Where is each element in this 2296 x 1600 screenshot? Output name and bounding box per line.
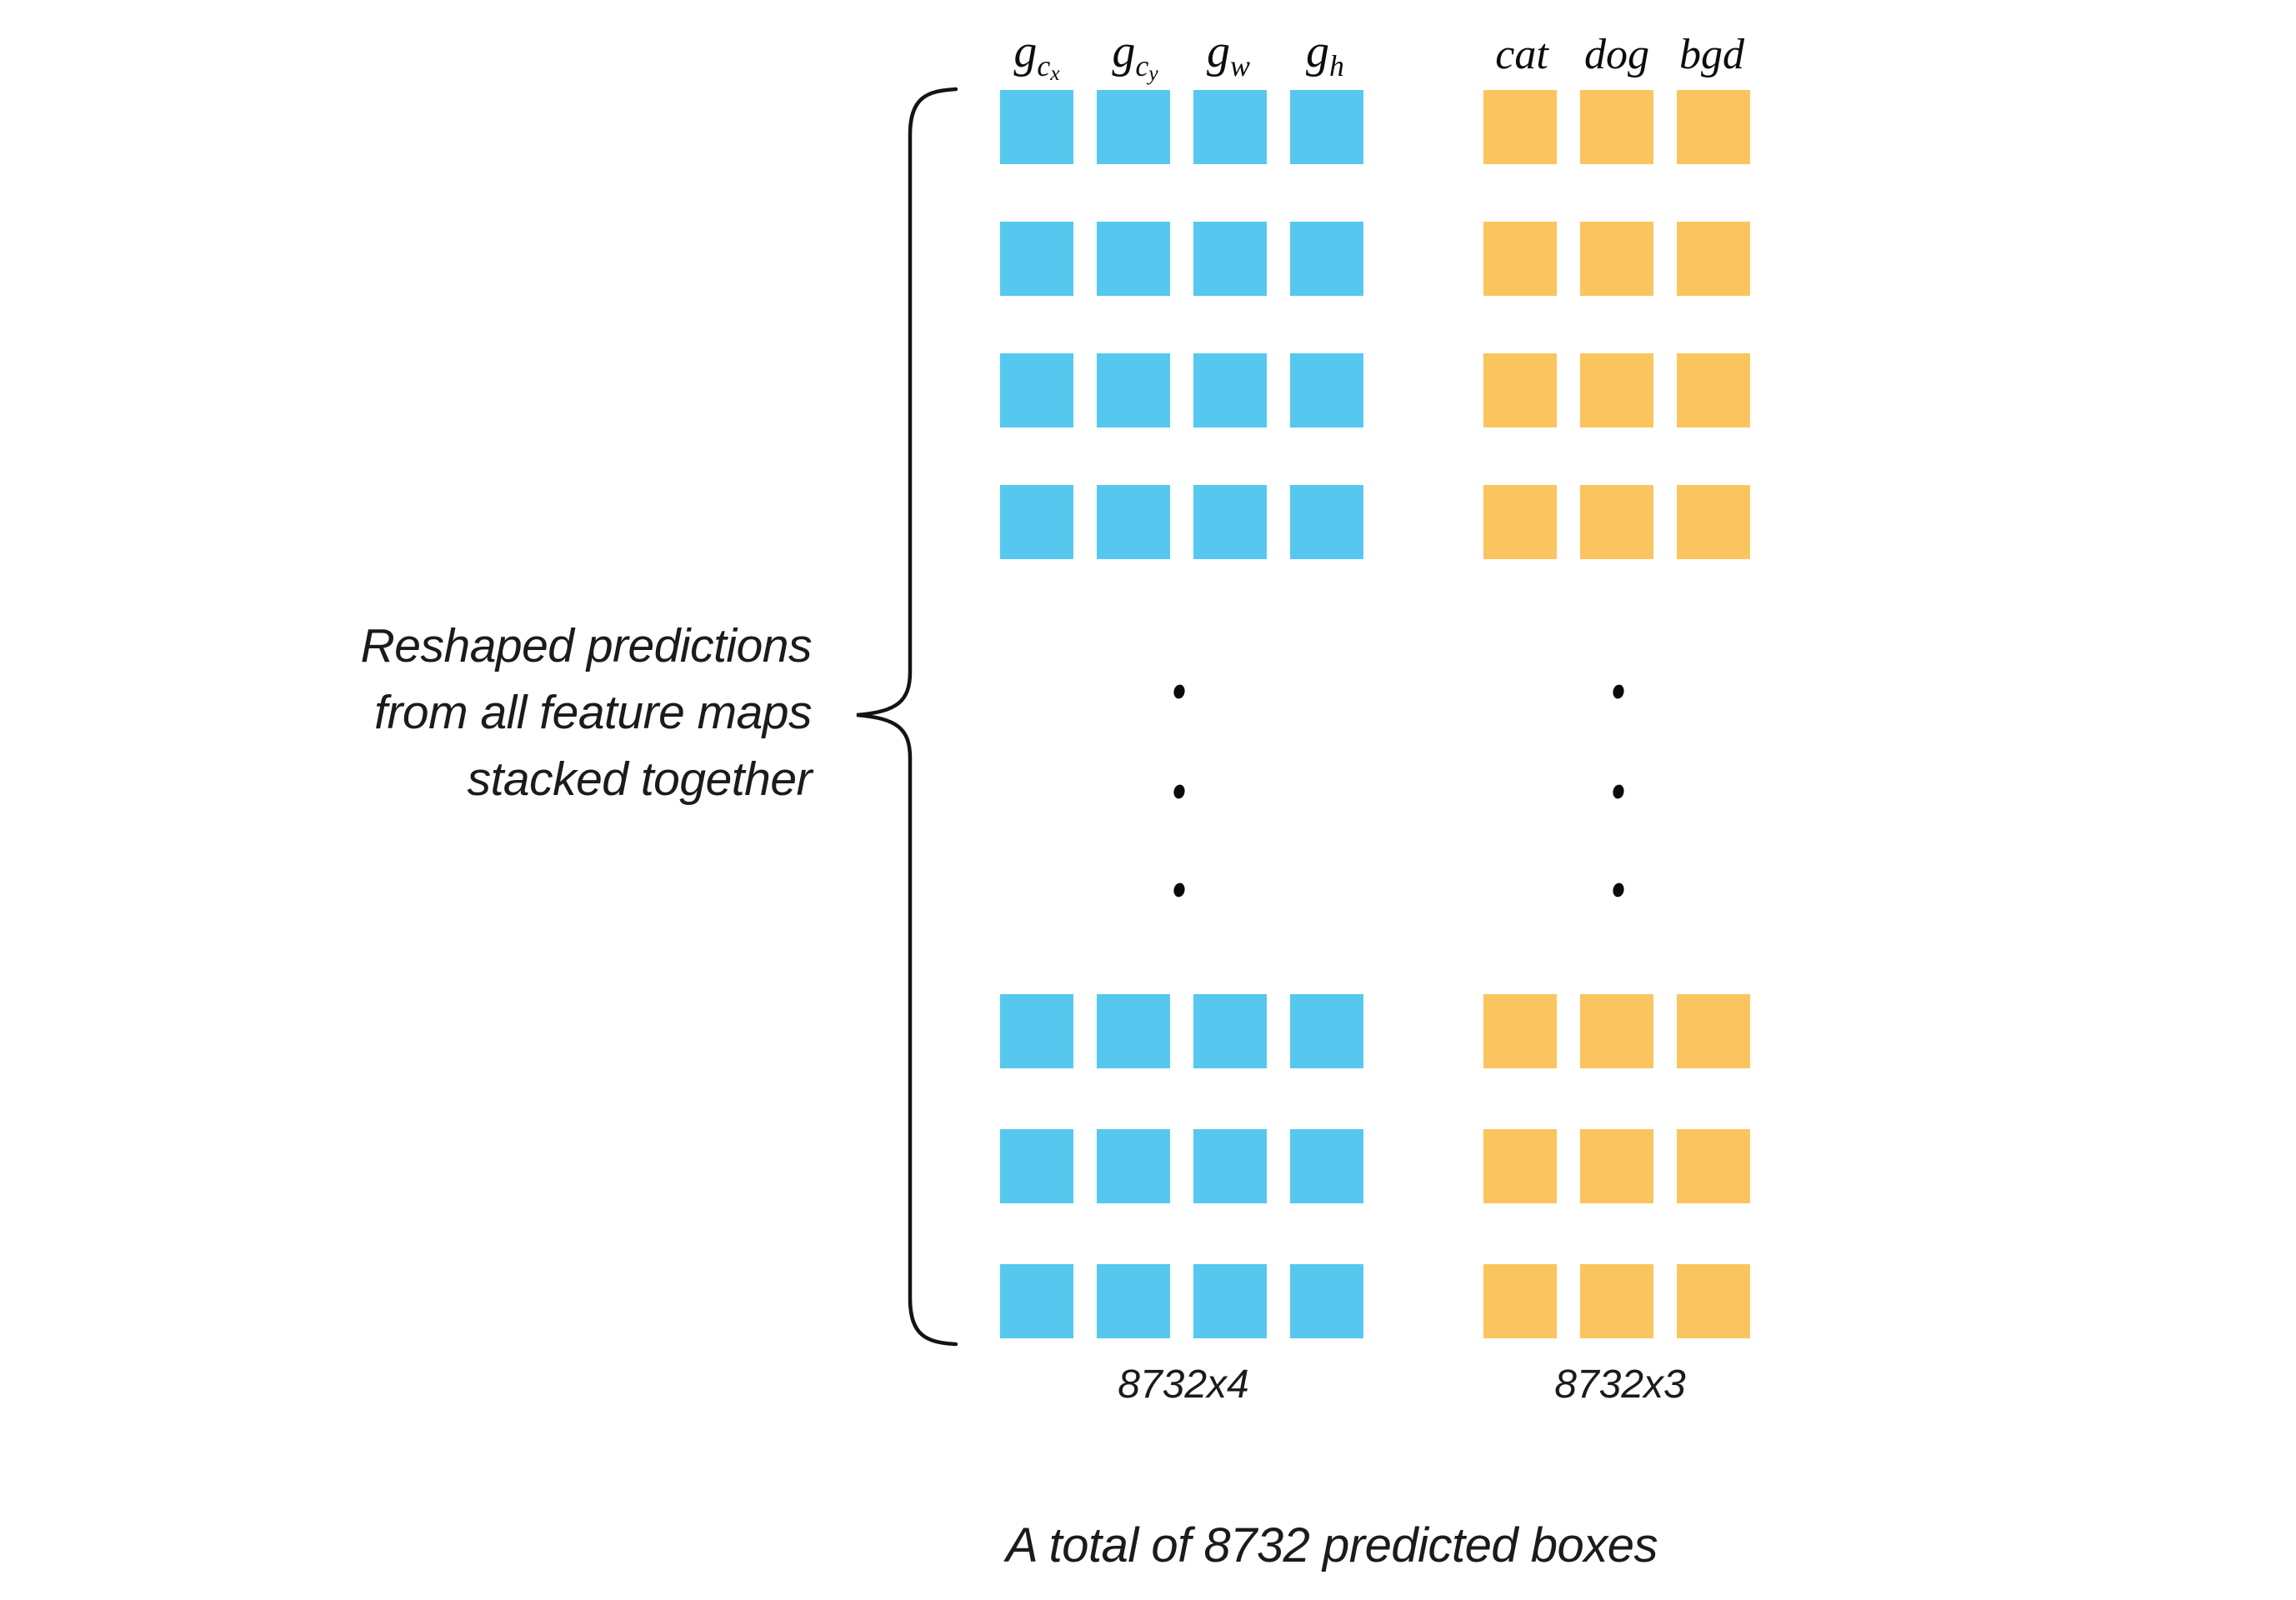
matrix-cell	[1000, 222, 1073, 296]
matrix-cell	[1290, 222, 1363, 296]
matrix-cell	[1580, 90, 1653, 164]
matrix-cell	[1290, 994, 1363, 1068]
loc-header-gcy-subsub: y	[1148, 60, 1158, 85]
matrix-cell	[1677, 1264, 1750, 1338]
matrix-cell	[1097, 994, 1170, 1068]
loc-header-gcx-sub: c	[1037, 48, 1051, 82]
matrix-cell	[1580, 1264, 1653, 1338]
loc-header-gh: gh	[1306, 26, 1344, 81]
matrix-cell	[1193, 222, 1267, 296]
loc-header-gw-sub: w	[1230, 48, 1250, 82]
matrix-cell	[1097, 222, 1170, 296]
brace-label: Reshaped predictions from all feature ma…	[200, 612, 813, 812]
matrix-cell	[1677, 485, 1750, 559]
matrix-cell	[1097, 1129, 1170, 1203]
matrix-cell	[1290, 1264, 1363, 1338]
ellipsis-dot	[1172, 882, 1187, 898]
matrix-cell	[1677, 1129, 1750, 1203]
matrix-cell	[1193, 353, 1267, 428]
loc-header-gw: gw	[1207, 26, 1250, 81]
matrix-cell	[1290, 353, 1363, 428]
matrix-cell	[1677, 994, 1750, 1068]
ellipsis-dot	[1611, 683, 1626, 700]
cls-header-dog: dog	[1584, 31, 1649, 78]
matrix-cell	[1193, 90, 1267, 164]
matrix-cell	[1097, 353, 1170, 428]
cls-header-cat: cat	[1495, 31, 1548, 78]
loc-header-gcy-base: g	[1112, 26, 1136, 78]
matrix-cell	[1290, 90, 1363, 164]
matrix-cell	[1483, 222, 1557, 296]
loc-header-gcy: gcy	[1112, 26, 1158, 83]
matrix-cell	[1000, 485, 1073, 559]
cls-header-bgd: bgd	[1679, 31, 1744, 78]
loc-header-gw-base: g	[1207, 26, 1231, 78]
matrix-cell	[1000, 90, 1073, 164]
matrix-cell	[1097, 1264, 1170, 1338]
matrix-cell	[1580, 1129, 1653, 1203]
matrix-cell	[1580, 485, 1653, 559]
matrix-cell	[1193, 485, 1267, 559]
matrix-cell	[1483, 994, 1557, 1068]
brace-label-line-3: stacked together	[467, 752, 813, 806]
matrix-cell	[1580, 222, 1653, 296]
brace-label-line-2: from all feature maps	[374, 686, 812, 739]
matrix-cell	[1193, 994, 1267, 1068]
matrix-cell	[1290, 1129, 1363, 1203]
matrix-cell	[1290, 485, 1363, 559]
matrix-cell	[1097, 485, 1170, 559]
matrix-cell	[1000, 1264, 1073, 1338]
matrix-cell	[1580, 353, 1653, 428]
matrix-cell	[1193, 1264, 1267, 1338]
matrix-cell	[1483, 1129, 1557, 1203]
loc-header-gh-base: g	[1306, 26, 1330, 78]
matrix-cell	[1580, 994, 1653, 1068]
matrix-cell	[1000, 994, 1073, 1068]
loc-header-gcx: gcx	[1013, 26, 1059, 83]
matrix-cell	[1483, 485, 1557, 559]
matrix-cell	[1000, 1129, 1073, 1203]
size-label-localization: 8732x4	[1118, 1362, 1249, 1407]
matrix-cell	[1677, 353, 1750, 428]
matrix-cell	[1483, 90, 1557, 164]
loc-header-gcy-sub: c	[1135, 48, 1149, 82]
curly-brace-icon	[856, 87, 958, 1347]
loc-header-gcx-subsub: x	[1050, 60, 1060, 85]
matrix-cell	[1677, 90, 1750, 164]
loc-header-gcx-base: g	[1013, 26, 1038, 78]
ellipsis-dot	[1172, 783, 1187, 800]
matrix-cell	[1097, 90, 1170, 164]
size-label-classification: 8732x3	[1554, 1362, 1686, 1407]
matrix-cell	[1000, 353, 1073, 428]
loc-header-gh-sub: h	[1329, 48, 1344, 82]
brace-label-line-1: Reshaped predictions	[360, 619, 813, 672]
ellipsis-dot	[1172, 683, 1187, 700]
ellipsis-dot	[1611, 783, 1626, 800]
matrix-cell	[1193, 1129, 1267, 1203]
caption: A total of 8732 predicted boxes	[1006, 1518, 1658, 1572]
matrix-cell	[1483, 1264, 1557, 1338]
matrix-cell	[1483, 353, 1557, 428]
ellipsis-dot	[1611, 882, 1626, 898]
matrix-cell	[1677, 222, 1750, 296]
